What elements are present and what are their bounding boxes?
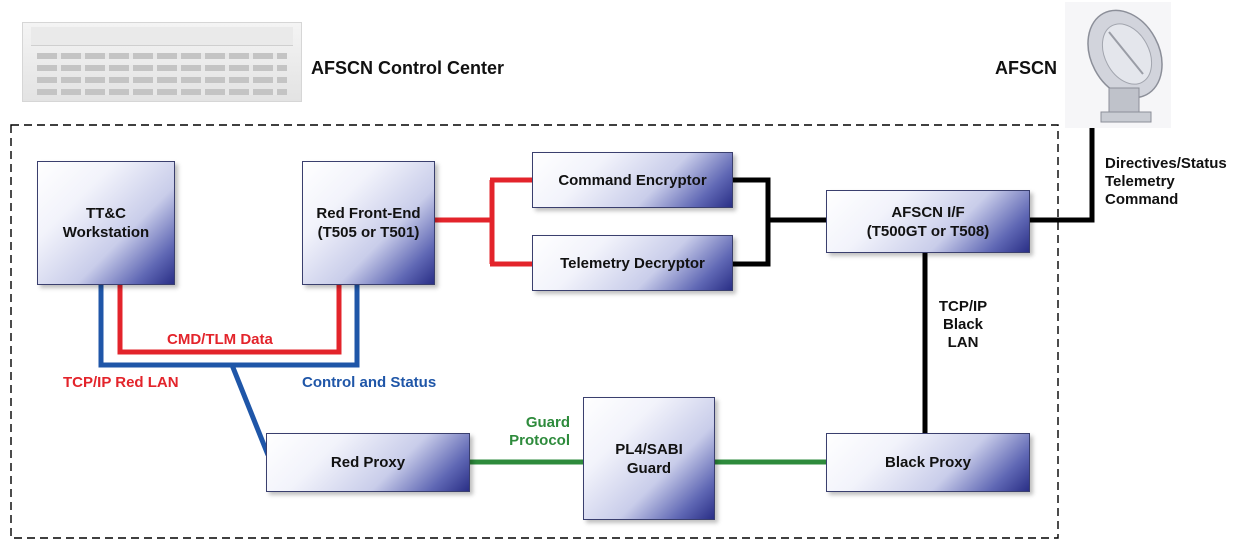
telemetry-decryptor-node: Telemetry Decryptor — [532, 235, 733, 291]
satellite-dish-image — [1065, 2, 1171, 128]
control-and-status-label: Control and Status — [302, 374, 437, 391]
afscn-link-label: Directives/Status Telemetry Command — [1105, 155, 1227, 208]
afscn-station-title: AFSCN — [995, 58, 1057, 78]
tcp-ip-black-lan-label: TCP/IP Black LAN — [938, 298, 988, 351]
black-proxy-node: Black Proxy — [826, 433, 1030, 492]
guard-node: PL4/SABI Guard — [583, 397, 715, 520]
cmd-tlm-data-label: CMD/TLM Data — [167, 331, 273, 348]
black-link-encryptor — [733, 177, 771, 267]
ttc-workstation-node: TT&C Workstation — [37, 161, 175, 285]
blue-link-red-proxy — [229, 364, 271, 456]
system-boundary — [10, 124, 1059, 539]
guard-protocol-label: Guard Protocol — [509, 414, 570, 449]
command-encryptor-node: Command Encryptor — [532, 152, 733, 208]
afscn-if-node: AFSCN I/F (T500GT or T508) — [826, 190, 1030, 253]
tcp-ip-red-lan-label: TCP/IP Red LAN — [63, 374, 179, 391]
red-proxy-node: Red Proxy — [266, 433, 470, 492]
blue-link-control-status — [98, 285, 360, 368]
control-center-building-image — [22, 22, 302, 102]
red-link-cmd-tlm — [117, 285, 342, 355]
red-front-end-node: Red Front-End (T505 or T501) — [302, 161, 435, 285]
control-center-title: AFSCN Control Center — [311, 58, 504, 78]
black-link-antenna — [1030, 118, 1095, 223]
